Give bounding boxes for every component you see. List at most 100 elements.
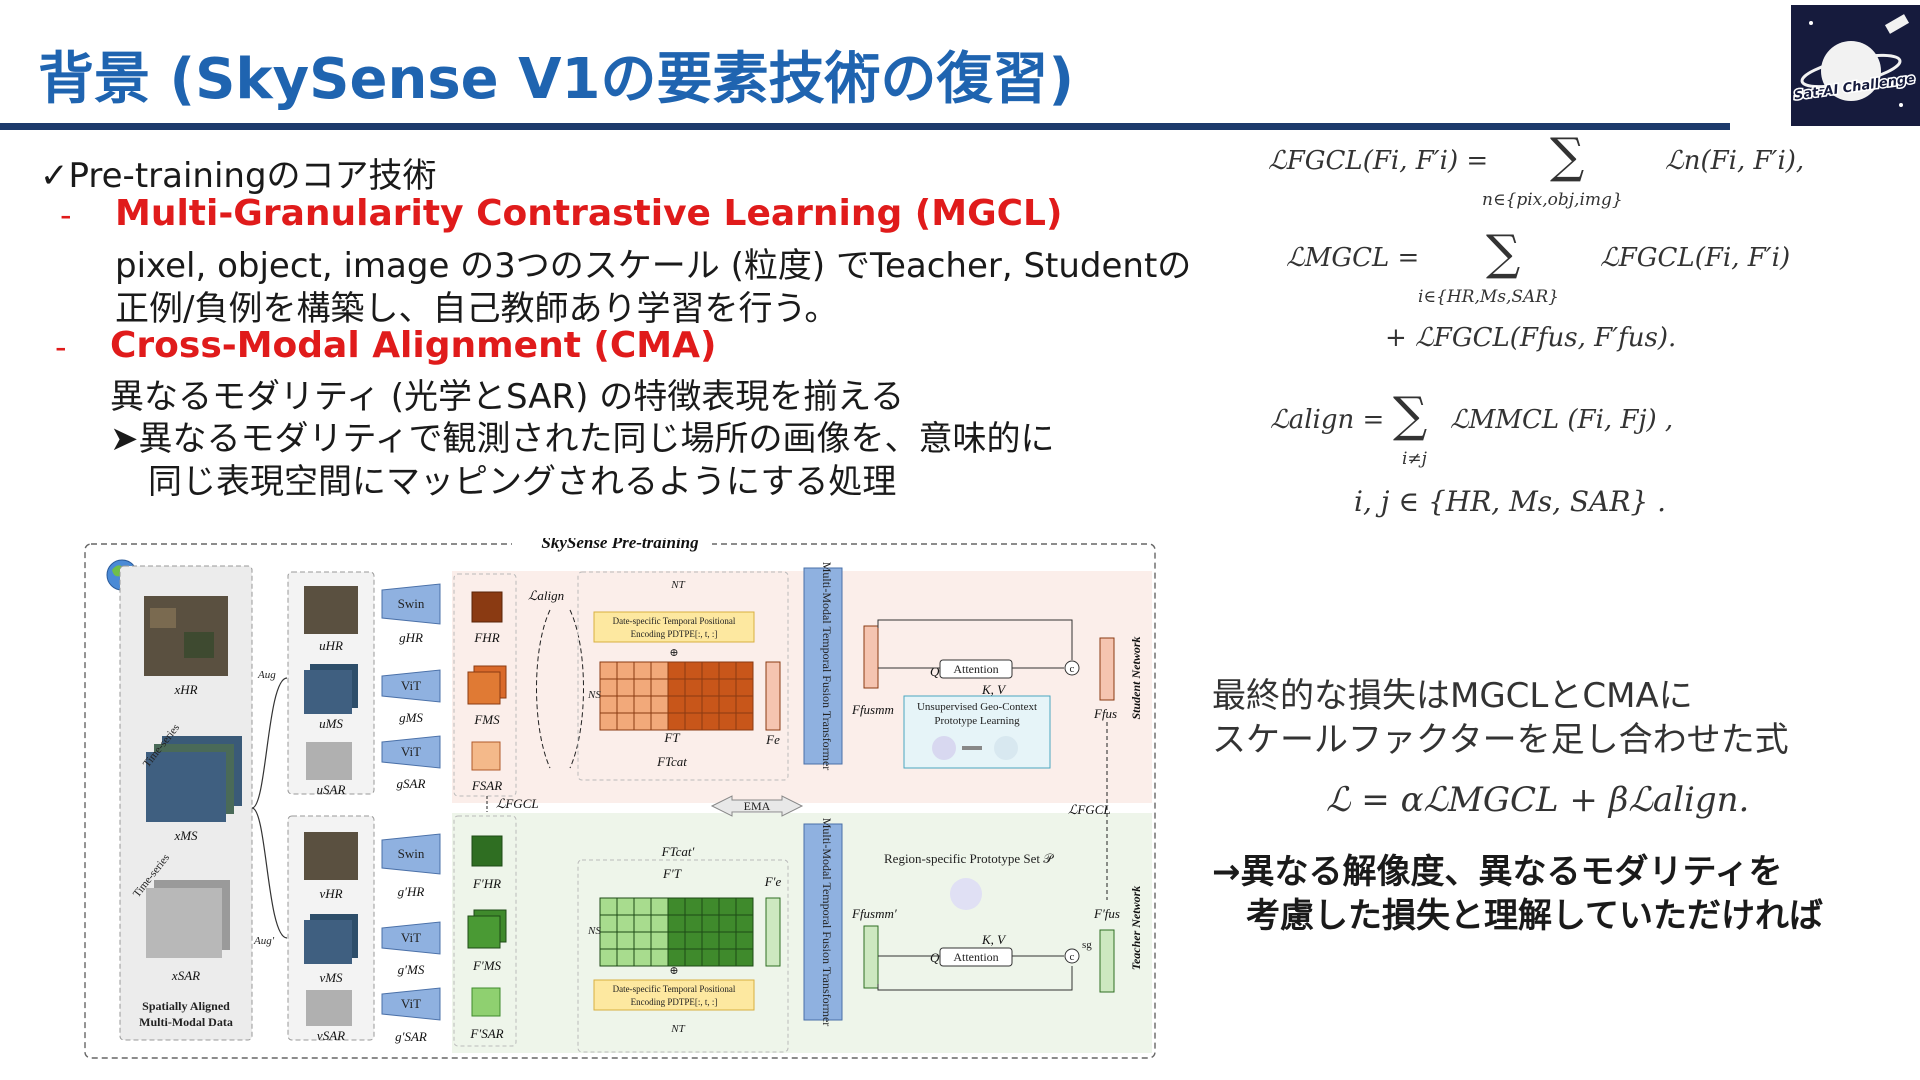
temporal-token-cell [600,679,617,696]
temporal-token-cell [736,915,753,932]
ema-label: EMA [744,799,771,813]
f-hr-block [472,592,502,622]
u-hr-label: uHR [319,638,343,653]
diagram-title: SkySense Pre-training [541,538,699,552]
temporal-token-cell [702,679,719,696]
logo-star [1899,103,1903,107]
temporal-token-cell [702,662,719,679]
u-hr-image [304,586,358,634]
u-sar-label: uSAR [317,782,346,797]
f-sar-prime-block [472,988,500,1016]
logo-star [1809,21,1813,25]
v-hr-image [304,832,358,880]
temporal-token-cell [719,898,736,915]
vit-label-ms-teacher: ViT [401,930,421,945]
concat-label-student: c [1070,663,1075,675]
input-caption-2: Multi-Modal Data [139,1015,233,1029]
temporal-token-cell [634,932,651,949]
f-e-label: Fe [765,732,780,747]
temporal-token-cell [719,679,736,696]
temporal-token-cell [736,696,753,713]
temporal-token-cell [668,932,685,949]
cma-dash: - [55,328,67,366]
n-s-label-teacher: NS [587,925,601,937]
cma-title: Cross-Modal Alignment (CMA) [110,325,716,366]
aug-label: Aug [257,669,276,681]
temporal-token-cell [668,713,685,730]
f-fus-prime-token [1100,930,1114,992]
f-t-prime-label: F′T [662,866,682,881]
v-ms-label: vMS [319,970,343,985]
kv-label-student: K, V [981,682,1007,697]
f-fus-prime-label: F′fus [1093,906,1120,921]
temporal-token-cell [736,949,753,966]
temporal-token-cell [600,713,617,730]
temporal-token-cell [617,949,634,966]
u-sar-image [306,742,352,780]
temporal-token-cell [702,949,719,966]
v-ms-image [304,920,352,964]
temporal-token-cell [617,662,634,679]
temporal-token-cell [651,915,668,932]
temporal-token-cell [651,949,668,966]
temporal-token-cell [668,679,685,696]
temporal-token-cell [736,713,753,730]
temporal-token-cell [600,662,617,679]
temporal-token-cell [685,915,702,932]
f-e-token [766,662,780,730]
mgcl-description-1: pixel, object, image の3つのスケール (粒度) でTeac… [115,238,1191,287]
temporal-token-cell [702,713,719,730]
plus-icon-student: ⊕ [669,647,678,659]
temporal-token-cell [634,898,651,915]
temporal-token-cell [634,949,651,966]
region-prototype-label: Region-specific Prototype Set 𝒫 [884,851,1054,866]
temporal-token-cell [600,949,617,966]
teacher-temporal-grid [600,898,753,966]
f-t-cat-label: FTcat [656,754,687,769]
f-hr-prime-label: F′HR [472,876,501,891]
f-e-prime-token [766,898,780,966]
f-hr-prime-block [472,836,502,866]
eq2-sub: i∈{HR,Ms,SAR} [1418,287,1559,307]
eq2-cont: + ℒFGCL(Ffus, F′fus). [1385,323,1676,353]
swin-label-teacher: Swin [398,846,425,861]
q-label-student: Q [930,664,940,679]
v-sar-label: vSAR [317,1028,345,1043]
x-ms-image [146,752,226,822]
vit-label-sar-student: ViT [401,744,421,759]
f-hr-label: FHR [473,630,499,645]
u-ms-label: uMS [319,716,343,731]
temporal-token-cell [600,915,617,932]
eq3-cont: i, j ∈ {HR, Ms, SAR} . [1354,485,1666,518]
temporal-token-cell [668,662,685,679]
f-fus-mm-label: Ffusmm [851,702,894,717]
conclusion-line-2: 考慮した損失と理解していただければ [1246,888,1823,937]
temporal-token-cell [685,713,702,730]
temporal-token-cell [736,679,753,696]
x-hr-texture [150,608,176,628]
temporal-token-cell [600,696,617,713]
attention-label-student: Attention [953,662,998,676]
mmtf-label-student: Multi-Modal Temporal Fusion Transformer [820,562,834,771]
ugcpl-label-2: Prototype Learning [934,715,1020,727]
temporal-token-cell [685,898,702,915]
f-sar-label: FSAR [471,778,502,793]
temporal-token-cell [702,932,719,949]
temporal-token-cell [651,898,668,915]
plus-icon-teacher: ⊕ [669,965,678,977]
f-ms-prime-label: F′MS [472,958,502,973]
summary-line-2: スケールファクターを足し合わせた式 [1212,712,1789,761]
dtpe-label-student: Date-specific Temporal Positional [613,616,736,626]
f-t-cat-prime-label: FTcat′ [661,844,695,859]
temporal-token-cell [634,915,651,932]
eq3-sum: ∑ [1393,387,1427,443]
f-t-label: FT [663,730,680,745]
temporal-token-cell [634,696,651,713]
conclusion-line-1: →異なる解像度、異なるモダリティを [1212,844,1782,893]
temporal-token-cell [736,662,753,679]
temporal-token-cell [702,898,719,915]
temporal-token-cell [634,662,651,679]
ugcpl-label-1: Unsupervised Geo-Context [917,701,1037,713]
temporal-token-cell [719,662,736,679]
temporal-token-cell [668,696,685,713]
